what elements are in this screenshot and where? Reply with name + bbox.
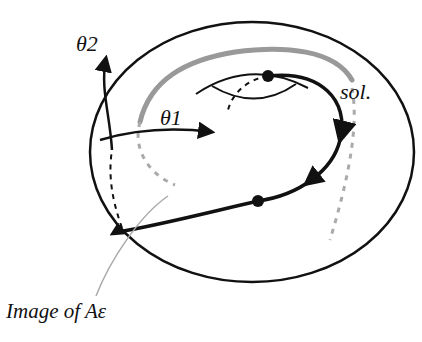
solution-curve bbox=[118, 201, 258, 232]
angle-label: θ2 bbox=[76, 32, 98, 56]
image-curve-hidden bbox=[330, 88, 354, 240]
image-label: Image of Aε bbox=[6, 300, 106, 323]
angle-label: θ1 bbox=[160, 106, 182, 130]
leader-line bbox=[96, 196, 168, 296]
hole-lower bbox=[212, 84, 296, 99]
theta2-hidden bbox=[110, 150, 122, 228]
fixed-point bbox=[262, 70, 274, 82]
theta2-arrow-tail bbox=[112, 228, 122, 234]
curve-label: sol. bbox=[340, 80, 371, 104]
solution-arrow bbox=[306, 176, 316, 184]
torus-outline bbox=[90, 22, 414, 282]
solution-curve bbox=[258, 75, 342, 201]
solution-curve-hidden bbox=[228, 76, 268, 110]
theta1-arrow bbox=[100, 130, 212, 140]
fixed-point bbox=[252, 195, 264, 207]
